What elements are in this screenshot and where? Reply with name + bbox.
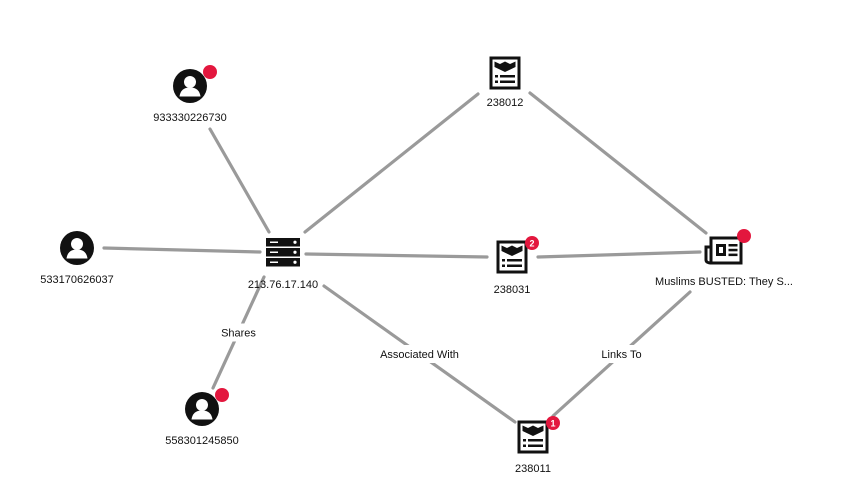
edge-label-background [215,323,262,342]
edge-n-ip-to-n-238031[interactable] [304,252,489,259]
nodes-layer: 933330226730 533170626037 558301245850 213.… [40,56,793,475]
node-label: 558301245850 [165,435,238,447]
edge-n-user-933-to-n-ip[interactable] [208,127,271,234]
node-muslims-busted-they-s[interactable]: Muslims BUSTED: They S... [655,229,793,288]
notification-badge [215,388,229,402]
edge-label-background [368,345,471,363]
notification-badge: 2 [525,236,539,250]
node-label: Muslims BUSTED: They S... [655,276,793,288]
node-label: 933330226730 [153,112,226,124]
badge-dot [215,388,229,402]
badge-count: 1 [550,419,555,429]
edge-label-background [592,345,651,363]
newspaper-icon [704,236,743,265]
edge-line [102,246,262,254]
edge-n-user-533-to-n-ip[interactable] [102,246,262,254]
badge-count: 2 [529,239,534,249]
edge-n-238031-to-n-article[interactable] [536,250,702,259]
edge-n-user-558-to-n-ip[interactable]: Shares [211,275,266,390]
node-933330226730[interactable]: 933330226730 [153,65,227,124]
edge-line [303,92,480,234]
node-label: 533170626037 [40,274,113,286]
badge-dot [737,229,751,243]
node-238031[interactable]: 2 238031 [494,236,539,296]
user-icon [60,231,94,265]
node-label: 213.76.17.140 [248,279,318,291]
node-label: 238031 [494,284,531,296]
edge-n-238012-to-n-article[interactable] [528,91,708,235]
edge-n-238011-to-n-article[interactable]: Links To [551,290,692,418]
edge-label: Shares [215,323,262,342]
badge-dot [525,236,539,250]
user-icon [185,392,219,426]
document-icon [489,56,521,90]
node-238012[interactable]: 238012 [487,56,524,109]
edge-label: Links To [592,345,651,363]
badge-dot [203,65,217,79]
node-533170626037[interactable]: 533170626037 [40,231,114,286]
edge-n-ip-to-n-238012[interactable] [303,92,480,234]
node-558301245850[interactable]: 558301245850 [165,388,239,447]
edge-label-text: Associated With [380,349,459,361]
edge-label: Associated With [368,345,471,363]
notification-badge: 1 [546,416,560,430]
node-label: 238012 [487,97,524,109]
notification-badge [737,229,751,243]
edge-n-ip-to-n-238011[interactable]: Associated With [322,284,517,424]
document-icon [517,420,549,454]
edge-line [304,252,489,259]
server-icon [266,238,300,267]
badge-dot [546,416,560,430]
edge-label-text: Links To [601,349,641,361]
edge-line [528,91,708,235]
user-icon [173,69,207,103]
node-213-76-17-140[interactable]: 213.76.17.140 [248,238,318,291]
document-icon [496,240,528,274]
node-238011[interactable]: 1 238011 [515,416,560,475]
edge-label-text: Shares [221,328,256,340]
edge-line [208,127,271,234]
notification-badge [203,65,217,79]
node-label: 238011 [515,463,551,475]
edge-line [536,250,702,259]
